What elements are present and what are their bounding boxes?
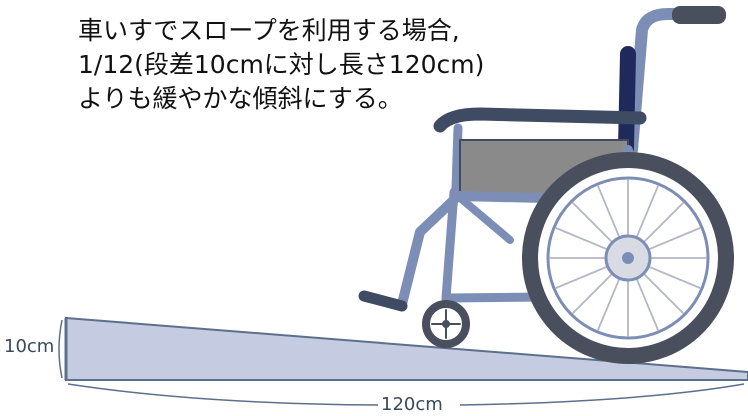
caption-line-1: 車いすでスロープを利用する場合, <box>78 16 460 45</box>
caption: 車いすでスロープを利用する場合, 1/12(段差10cmに対し長さ120cm) … <box>78 14 484 116</box>
caster-wheel <box>422 300 470 348</box>
length-dimension <box>67 383 745 406</box>
caption-line-3: よりも緩やかな傾斜にする。 <box>78 84 403 113</box>
push-handle <box>626 8 726 156</box>
length-dimension-label: 120cm <box>378 394 446 415</box>
height-dimension-label: 10cm <box>4 336 55 357</box>
leg-frame <box>397 191 463 309</box>
armrest-support <box>451 123 463 193</box>
height-dimension <box>58 319 63 379</box>
armrest <box>433 107 647 133</box>
footrest <box>358 290 408 312</box>
backrest-strap <box>618 46 636 156</box>
wheelchair-icon <box>358 6 734 364</box>
caption-line-2: 1/12(段差10cmに対し長さ120cm) <box>78 50 485 79</box>
handle-grip <box>672 6 726 24</box>
ramp <box>64 316 748 381</box>
cross-brace <box>454 192 514 244</box>
rear-wheel <box>522 152 734 364</box>
